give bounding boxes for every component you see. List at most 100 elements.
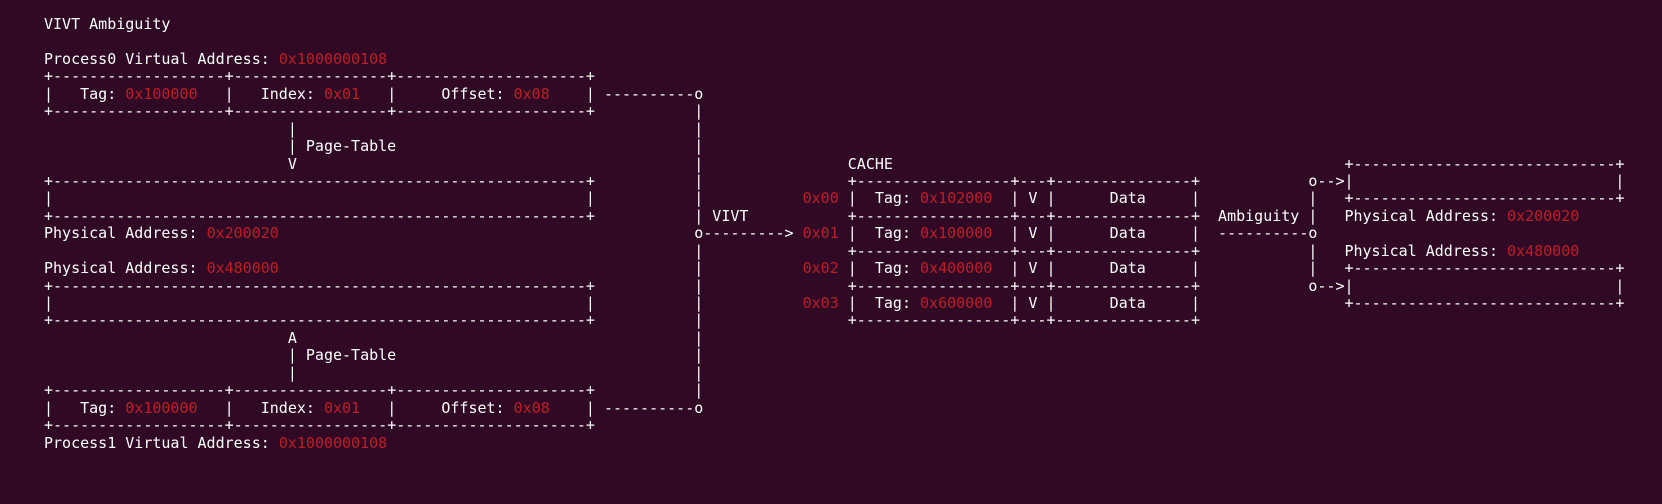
diagram-text: + (44, 206, 54, 225)
diagram-text: V (1028, 189, 1038, 208)
diagram-text: Tag: (80, 398, 117, 417)
diagram-text: | (694, 171, 704, 190)
hex-value: 0x02 (802, 259, 839, 278)
terminal-line: | | (44, 364, 1624, 382)
diagram-text: ----------------------------------------… (53, 171, 586, 190)
hex-value: 0x00 (802, 189, 839, 208)
diagram-text: --------------- (1055, 241, 1191, 260)
diagram-text: --------------------- (396, 381, 586, 400)
terminal-line: | Page-Table | (44, 347, 1624, 364)
diagram-text: + (1615, 154, 1625, 173)
diagram-text: + (585, 67, 595, 86)
diagram-text: ------------------- (53, 67, 225, 86)
diagram-text: ----------------------------- (1353, 154, 1616, 173)
terminal-line: +-------------------+-----------------+-… (44, 416, 1624, 435)
diagram-text: + (387, 381, 397, 400)
diagram-text: | (847, 259, 857, 278)
diagram-text: --- (1019, 311, 1047, 330)
diagram-text: | (1010, 294, 1020, 312)
terminal-line: Process1 Virtual Address: 0x1000000108 (44, 434, 1624, 452)
diagram-text: | (1190, 294, 1200, 312)
hex-value: 0x03 (802, 294, 839, 312)
diagram-text: | (694, 259, 704, 278)
terminal-line: | +-----------------+---+---------------… (44, 241, 1624, 260)
diagram-text: V (1028, 224, 1038, 243)
diagram-text: + (847, 206, 857, 225)
diagram-text: + (1190, 311, 1200, 330)
diagram-text: | (1615, 276, 1625, 295)
diagram-text: + (1046, 171, 1056, 190)
diagram-text: ------------------- (53, 381, 225, 400)
diagram-text: Offset: (441, 398, 505, 417)
diagram-text: ---------- (603, 398, 695, 417)
diagram-text: | (694, 328, 704, 347)
hex-value: 0x01 (323, 84, 361, 103)
diagram-text: + (387, 416, 397, 435)
diagram-text: + (224, 381, 234, 400)
diagram-text: + (585, 171, 595, 190)
diagram-text: ------------------- (53, 102, 225, 121)
diagram-text: + (585, 381, 595, 400)
diagram-text: | (1308, 206, 1318, 225)
hex-value: 0x100000 (920, 224, 993, 243)
diagram-text: -- (1317, 171, 1336, 190)
diagram-text: + (44, 102, 54, 121)
hex-value: 0x01 (802, 224, 839, 243)
diagram-text: | (287, 346, 297, 365)
terminal-line: Physical Address: 0x200020 o---------> 0… (44, 225, 1624, 242)
diagram-text: ----------------------------- (1353, 294, 1616, 312)
hex-value: 0x01 (323, 398, 361, 417)
diagram-text: + (224, 67, 234, 86)
terminal-line: +-------------------+-----------------+-… (44, 68, 1624, 85)
diagram-text: + (847, 241, 857, 260)
diagram-text: + (1190, 241, 1200, 260)
diagram-text: + (224, 416, 234, 435)
diagram-text: | (1046, 189, 1056, 208)
diagram-text: Ambiguity (1218, 206, 1300, 225)
diagram-text: --- (1019, 206, 1047, 225)
diagram-text: V (1028, 259, 1038, 278)
terminal-line: +---------------------------------------… (44, 206, 1624, 225)
terminal-line: | | | 0x00 | Tag: 0x102000 | V | Data | … (44, 190, 1624, 207)
diagram-text: Index: (260, 84, 315, 103)
diagram-text: --------------------- (396, 67, 586, 86)
hex-value: 0x08 (513, 84, 550, 103)
diagram-text: + (1010, 241, 1020, 260)
diagram-text: | (1010, 259, 1020, 278)
hex-value: 0x200020 (206, 224, 279, 243)
terminal-line: VIVT Ambiguity (44, 15, 1624, 33)
diagram-text: + (1190, 206, 1200, 225)
diagram-text: ----------------- (856, 276, 1011, 295)
diagram-text: Tag: (874, 224, 911, 243)
diagram-text: | (694, 137, 704, 156)
diagram-text: ---------- (1218, 224, 1309, 243)
terminal-line: +---------------------------------------… (44, 312, 1624, 329)
hex-value: 0x1000000108 (278, 49, 388, 68)
diagram-text: | (1190, 189, 1200, 208)
diagram-text: | (694, 381, 704, 400)
diagram-text: | (1046, 224, 1056, 243)
diagram-text: Index: (260, 398, 315, 417)
diagram-text: ----------------------------- (1353, 189, 1616, 208)
diagram-text: Physical Address: (1344, 241, 1498, 260)
diagram-text: + (44, 416, 54, 435)
diagram-text: + (847, 311, 857, 330)
diagram-text: + (585, 102, 595, 121)
diagram-text: | (1615, 171, 1625, 190)
diagram-text: | (585, 189, 595, 208)
hex-value: 0x102000 (920, 189, 993, 208)
diagram-text: | (694, 119, 704, 138)
diagram-text: V (1028, 294, 1038, 312)
diagram-text: + (44, 276, 54, 295)
hex-value: 0x100000 (125, 398, 198, 417)
diagram-text: ----------------- (233, 381, 388, 400)
diagram-text: --------- (703, 224, 785, 243)
diagram-text: | (585, 294, 595, 312)
diagram-text: | (847, 294, 857, 312)
diagram-text: | (1308, 241, 1318, 260)
terminal-line: | | (44, 119, 1624, 138)
hex-value: 0x100000 (125, 84, 198, 103)
diagram-text: + (1615, 259, 1625, 278)
hex-value: 0x200020 (1507, 206, 1580, 225)
